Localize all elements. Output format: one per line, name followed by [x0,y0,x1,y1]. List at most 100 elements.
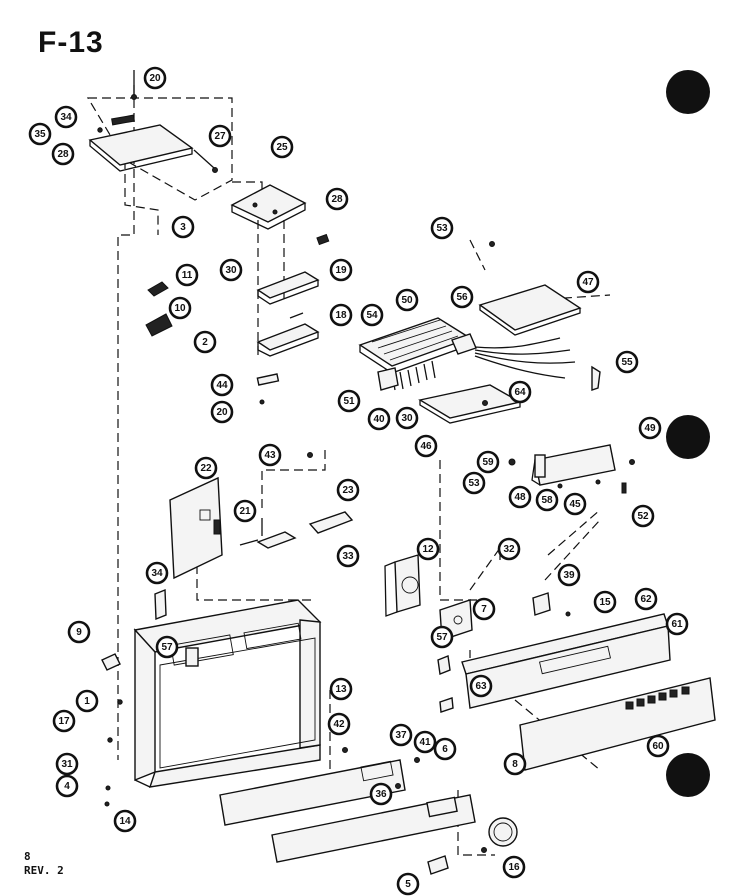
callout-circle [416,537,440,561]
callout-number: 28 [331,194,343,205]
callout-circle [51,142,75,166]
callout-number: 18 [335,310,347,321]
callout-circle [113,809,137,833]
terminal-block-assembly [358,241,576,424]
callout-number: 53 [468,478,480,489]
callout-19: 19 [329,258,353,282]
callout-circle [508,485,532,509]
callout-number: 50 [401,295,413,306]
callout-number: 5 [405,879,411,890]
callout-number: 64 [514,387,526,398]
touch-overlay [519,677,716,771]
callout-number: 3 [180,222,186,233]
callout-circle [143,66,167,90]
callout-circle [369,782,393,806]
cover-plate [478,284,582,336]
callout-circle [67,620,91,644]
callout-circle [329,677,353,701]
callout-8: 8 [503,752,527,776]
callout-circle [634,587,658,611]
callout-number: 21 [239,506,251,517]
callout-39: 39 [557,563,581,587]
callout-circle [395,288,419,312]
callout-60: 60 [646,734,670,758]
callout-circle [175,263,199,287]
callout-number: 16 [508,862,520,873]
callout-circle [327,712,351,736]
callout-circle [329,303,353,327]
callout-circle [194,456,218,480]
callout-56: 56 [450,285,474,309]
callout-30a: 30 [219,258,243,282]
callout-49b: 49 [638,416,662,440]
callout-20b: 20 [210,400,234,424]
callout-number: 6 [442,744,448,755]
callout-52: 52 [631,504,655,528]
callout-circle [219,258,243,282]
hinge-plate [230,184,330,246]
callout-circle [430,216,454,240]
callout-number: 7 [481,604,487,615]
callout-number: 33 [342,551,354,562]
callout-number: 41 [419,737,431,748]
callout-11: 11 [175,263,199,287]
callout-circle [367,407,391,431]
callout-number: 31 [61,759,73,770]
callout-circle [395,406,419,430]
callout-34a: 34 [54,105,78,129]
callout-number: 12 [422,544,434,555]
callout-number: 62 [640,594,652,605]
callout-number: 20 [149,73,161,84]
callout-number: 36 [375,789,387,800]
callout-circle [208,124,232,148]
control-board [154,452,354,621]
callout-number: 14 [119,816,131,827]
callout-18: 18 [329,303,353,327]
callout-number: 43 [264,450,276,461]
callout-number: 49 [644,423,656,434]
callout-23: 23 [336,478,360,502]
callout-55: 55 [615,350,639,374]
callout-number: 19 [335,265,347,276]
callout-circle [576,270,600,294]
callout-circle [52,709,76,733]
punch-hole-bottom [666,753,710,797]
callout-28b: 28 [325,187,349,211]
callout-circle [75,689,99,713]
callout-number: 40 [373,414,385,425]
callout-circle [557,563,581,587]
callout-number: 46 [420,441,432,452]
callout-number: 44 [216,380,228,391]
callout-number: 35 [34,129,46,140]
callout-circle [462,471,486,495]
callout-number: 23 [342,485,354,496]
callout-number: 57 [161,642,173,653]
revision-label: REV. 2 [24,864,64,877]
callout-circle [155,635,179,659]
callout-61: 61 [665,612,689,636]
callout-33: 33 [336,544,360,568]
callout-number: 2 [202,337,208,348]
callout-53b: 53 [462,471,486,495]
callout-62: 62 [634,587,658,611]
switch-and-block-parts [145,271,320,405]
callout-number: 56 [456,292,468,303]
callout-44: 44 [210,373,234,397]
control-panel-trim [437,613,671,713]
callout-number: 22 [200,463,212,474]
callout-22: 22 [194,456,218,480]
callout-circle [55,774,79,798]
callout-number: 11 [182,270,193,281]
callout-number: 55 [621,357,633,368]
callout-47: 47 [576,270,600,294]
callout-5: 5 [396,872,420,896]
callout-number: 60 [652,741,664,752]
callout-circle [433,737,457,761]
callout-circle [476,450,500,474]
top-bracket-assembly [88,70,218,173]
callout-17: 17 [52,709,76,733]
callout-number: 39 [563,570,575,581]
callout-circle [336,544,360,568]
callout-number: 63 [475,681,487,692]
